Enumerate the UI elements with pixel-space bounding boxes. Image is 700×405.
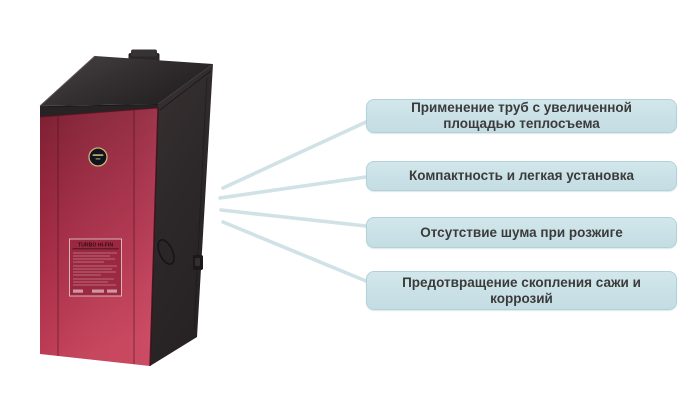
callout-box-2: Компактность и легкая установка — [366, 161, 677, 191]
connector-line-1 — [221, 120, 368, 190]
callout-box-4: Предотвращение скопления сажи и коррозий — [366, 271, 677, 310]
callout-box-3: Отсутствие шума при розжиге — [366, 217, 677, 248]
connector-line-3 — [219, 208, 368, 228]
callout-box-1: Применение труб с увеличенной площадью т… — [366, 99, 677, 133]
top-seam — [47, 104, 161, 107]
callout-label-3: Отсутствие шума при розжиге — [420, 224, 623, 240]
side-pipe-stub-inner — [195, 258, 200, 266]
badge-text-mark — [92, 154, 104, 156]
top-left-edge-highlight — [39, 55, 96, 107]
brand-badge — [88, 147, 108, 167]
badge-subtext-mark — [95, 158, 101, 160]
callout-label-1: Применение труб с увеличенной площадью т… — [411, 100, 632, 131]
callout-label-2: Компактность и легкая установка — [409, 168, 634, 184]
front-top-seam — [39, 107, 159, 118]
side-oval-port — [157, 239, 175, 265]
badge-ring — [88, 147, 108, 167]
spec-label-fineprint — [73, 252, 117, 286]
boiler-top — [39, 55, 213, 118]
callout-label-4: Предотвращение скопления сажи и коррозий — [402, 274, 641, 306]
boiler-front-panel: TURBO HI-FIN — [39, 107, 159, 367]
front-face-sheen — [40, 108, 158, 366]
spec-label: TURBO HI-FIN — [69, 238, 122, 297]
front-corner-edge — [149, 107, 159, 367]
side-top-seam — [159, 70, 212, 111]
side-face — [150, 64, 213, 366]
connector-lines — [218, 120, 368, 283]
boiler-side-panel — [150, 64, 213, 366]
flue-cap-top — [131, 49, 157, 57]
connector-line-4 — [221, 220, 368, 283]
spec-label-footer-marks — [73, 289, 117, 293]
spec-label-title: TURBO HI-FIN — [78, 243, 113, 249]
top-face — [40, 56, 213, 106]
connector-line-2 — [218, 175, 368, 200]
side-back-seam — [193, 77, 208, 331]
